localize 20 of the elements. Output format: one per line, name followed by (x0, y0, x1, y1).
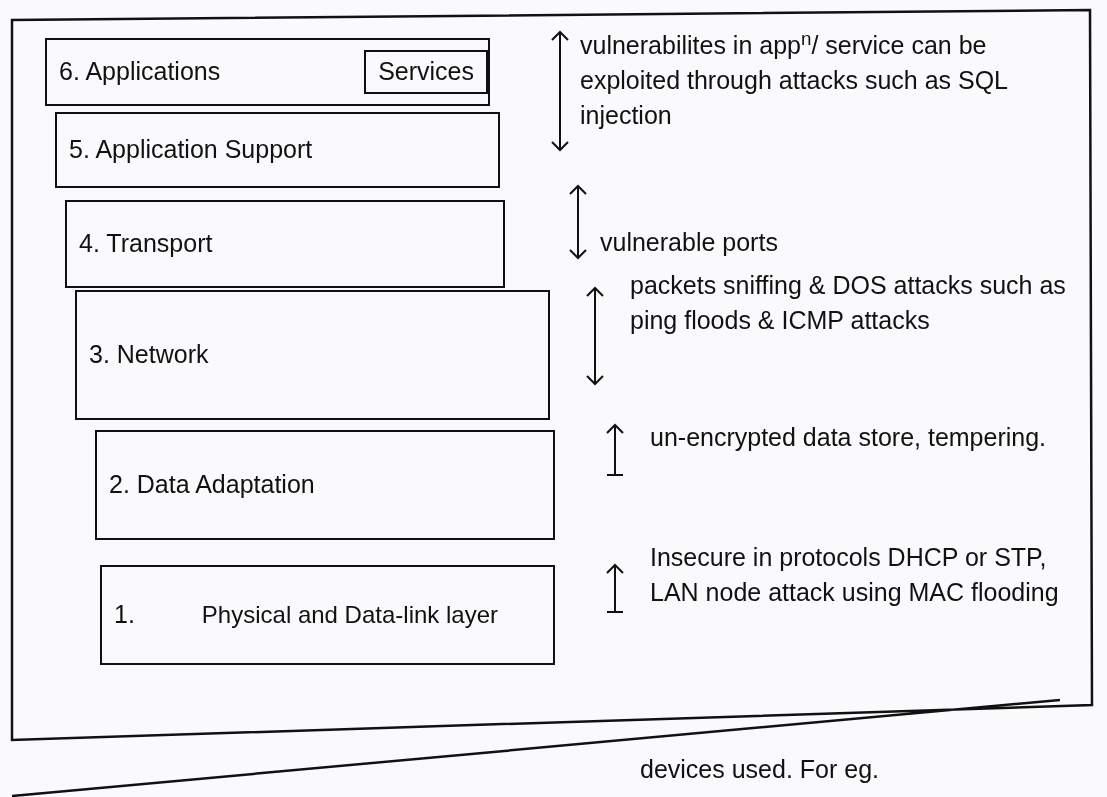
layer-name: 4. Transport (79, 228, 213, 260)
layer-box (45, 38, 490, 106)
annotation-text: Insecure in protocols DHCP or STP, LAN node attack using MAC flooding (650, 542, 1060, 608)
layer-box (100, 565, 555, 665)
layer-name: 6. Applications (58, 56, 222, 88)
annotation-text: vulnerable ports (600, 227, 779, 258)
layer-name: Services (364, 49, 488, 95)
layer-name: 3. Network (89, 339, 209, 371)
layer-box (55, 112, 500, 188)
layer-box (95, 430, 555, 540)
layer-box (65, 200, 505, 288)
annotation-text: un-encrypted data store, tempering. (650, 422, 1048, 453)
annotation-text: devices used. For eg. (640, 754, 880, 785)
layer-name: 2. Data Adaptation (109, 469, 315, 501)
layer-box (75, 290, 550, 420)
layer-name: 1. (114, 599, 135, 631)
layer-name: Physical and Data-link layer (200, 600, 499, 630)
annotation-text: vulnerabilites in app$^{n}$/ service can be exploited through attacks such as SQL injection (580, 28, 1009, 131)
layer-name: 5. Application Support (69, 134, 313, 166)
annotation-text: packets sniffing & DOS attacks such as ping floods & ICMP attacks (630, 270, 1067, 336)
